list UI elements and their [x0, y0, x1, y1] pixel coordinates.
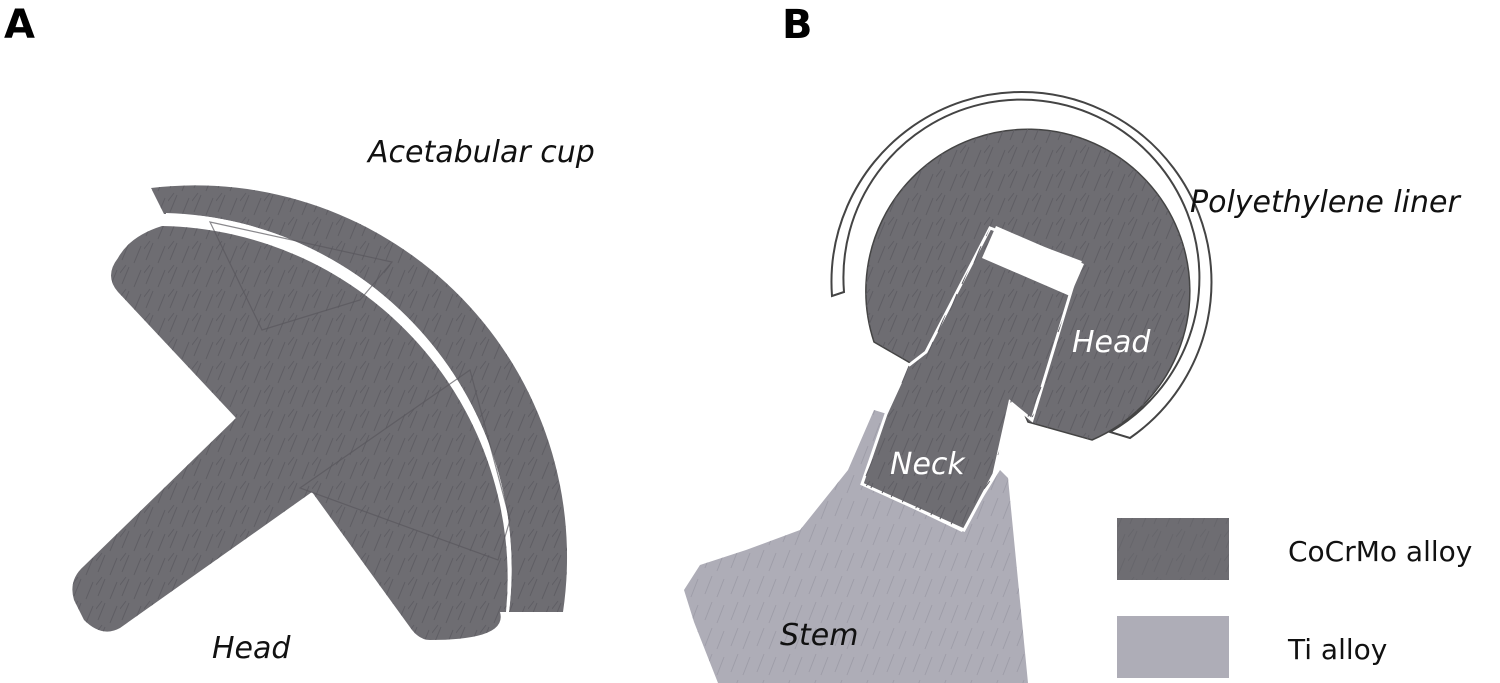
panel-a-letter: A: [4, 2, 35, 48]
panel-b-stem-label: Stem: [780, 618, 859, 653]
panel-a-implant: [72, 185, 568, 640]
panel-b-taper-slot: [982, 226, 1084, 296]
panel-a-cup-label: Acetabular cup: [366, 135, 595, 170]
legend-label-cocrmo: CoCrMo alloy: [1288, 535, 1472, 568]
legend-swatch-ti: [1117, 616, 1229, 678]
panel-b-liner-label: Polyethylene liner: [1190, 185, 1461, 220]
legend: CoCrMo alloy Ti alloy: [1117, 518, 1472, 678]
legend-label-ti: Ti alloy: [1287, 633, 1387, 666]
panel-b-implant: [684, 91, 1213, 683]
panel-b-head-label: Head: [1072, 325, 1151, 360]
panel-b-neck-label: Neck: [890, 447, 966, 482]
panel-a-head-label: Head: [212, 631, 291, 666]
panel-b-polyethylene-liner: [830, 91, 1213, 440]
panel-b-letter: B: [782, 2, 813, 48]
